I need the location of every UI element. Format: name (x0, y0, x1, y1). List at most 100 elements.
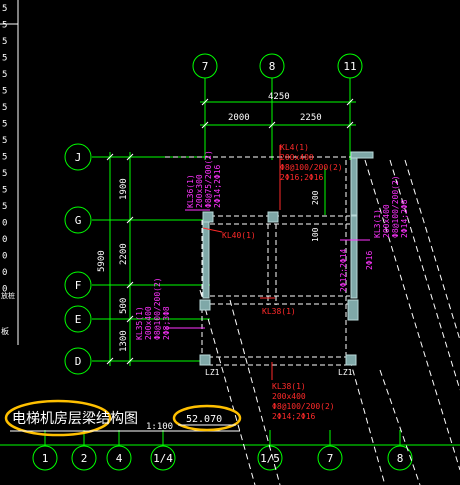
elevation-highlight (172, 404, 242, 432)
beam-kl40: KL40(1) (222, 231, 256, 240)
dim-left-seg4: 1300 (119, 330, 129, 352)
bottom-axis-bubble: 1/4 (150, 445, 176, 471)
side-axis-bubble-label: D (75, 355, 82, 368)
bottom-axis-bubble: 4 (106, 445, 132, 471)
margin-digit: 0 (2, 285, 7, 295)
margin-digit: 5 (2, 136, 7, 146)
beam-kl36-line: KL36(1) (186, 174, 195, 208)
dimension-ticks (106, 98, 354, 365)
beam-kl3-line: 200x400 (382, 204, 391, 238)
margin-digit: 0 (2, 252, 7, 262)
beam-kl4-line: 200x400 (280, 153, 314, 162)
beam-outlines (165, 156, 355, 366)
drawing-scale: 1:100 (146, 422, 173, 432)
top-axis-bubbles: 7 8 11 (192, 53, 363, 79)
margin-digit: 5 (2, 153, 7, 163)
axis-lines (0, 78, 460, 446)
beam-kl36-line: 200x300 (195, 174, 204, 208)
column-lz-left: LZ1 (205, 368, 220, 377)
beam-kl3-line: KL3(1) (373, 209, 382, 238)
beam-kl4-line: Φ8@100/200(2) (280, 163, 343, 172)
bottom-axis-bubble-label: 2 (81, 452, 88, 465)
top-axis-bubble-label: 8 (269, 60, 276, 73)
walls (199, 151, 374, 366)
margin-digit: 0 (2, 219, 7, 229)
side-axis-bubble-label: G (75, 214, 82, 227)
beam-kl35-line: Φ8@100/200(2) (153, 277, 162, 340)
inner-dim-100: 100 (311, 227, 320, 242)
hatch-lines (199, 159, 460, 485)
bottom-axis-bubble: 7 (317, 445, 343, 471)
margin-digit: 5 (2, 169, 7, 179)
beam-kl38-line: 2Φ14;2Φ16 (272, 412, 316, 421)
side-axis-bubble: J (64, 143, 92, 171)
bottom-axis-bubble: 1/5 (257, 445, 283, 471)
margin-label-2: 板 (1, 326, 9, 336)
side-axis-bubble: G (64, 206, 92, 234)
margin-digit: 5 (2, 4, 7, 14)
beam-kl3-line: 2Φ14;2Φ8 (400, 199, 409, 238)
bottom-axis-bubble: 8 (387, 445, 413, 471)
top-axis-bubble: 7 (192, 53, 218, 79)
top-axis-bubble: 8 (259, 53, 285, 79)
beam-kl36-line: Φ8@75/200(2) (204, 150, 213, 208)
title-highlight (4, 399, 112, 437)
drawing-title: 电梯机房层梁结构图 (12, 411, 138, 427)
bottom-axis-bubble-label: 7 (327, 452, 334, 465)
beam-kl4-line: KL4(1) (280, 143, 309, 152)
dim-left-total: 5900 (97, 250, 107, 272)
dim-left-seg1: 1900 (119, 178, 129, 200)
beam-kl4-line: 2Φ16;2Φ16 (280, 173, 324, 182)
bottom-axis-bubble-label: 1/5 (260, 452, 280, 465)
beam-kl38-line: KL38(1) (272, 382, 306, 391)
beam-kl38-line: Φ8@100/200(2) (272, 402, 335, 411)
margin-digit: 5 (2, 54, 7, 64)
side-axis-bubble: D (64, 347, 92, 375)
bottom-axis-bubble-label: 8 (397, 452, 404, 465)
bottom-axis-bubbles: 1 2 4 1/4 1/5 7 8 (32, 445, 413, 471)
side-axis-bubble-label: E (75, 313, 82, 326)
column-lz-right: LZ1 (338, 368, 353, 377)
beam-kl35-line: KL35(1) (135, 306, 144, 340)
bottom-axis-bubble-label: 1/4 (153, 452, 173, 465)
bottom-axis-bubble: 1 (32, 445, 58, 471)
top-axis-bubble-label: 11 (343, 60, 356, 73)
inner-dim-200: 200 (311, 190, 320, 205)
dim-top-total: 4250 (268, 92, 290, 102)
side-axis-bubble-label: J (75, 151, 82, 164)
margin-label-1: 放桩 (1, 291, 15, 300)
top-axis-bubble-label: 7 (202, 60, 209, 73)
side-axis-bubble: F (64, 271, 92, 299)
side-axis-bubbles: J G F E D (64, 143, 92, 375)
bottom-axis-bubble-label: 4 (116, 452, 123, 465)
elevation-value: 52.070 (186, 414, 222, 425)
red-leaders (202, 145, 281, 380)
dim-top-left: 2000 (228, 113, 250, 123)
margin-digit: 0 (2, 235, 7, 245)
bottom-axis-bubble-label: 1 (42, 452, 49, 465)
beam-kl35-line: 2Φ8;3Φ8 (162, 306, 171, 340)
side-axis-bubble: E (64, 305, 92, 333)
beam-kl35-line: 200x400 (144, 306, 153, 340)
margin-digit: 0 (2, 268, 7, 278)
dim-left-seg2: 2200 (119, 243, 129, 265)
beam-kl3-line: Φ8@100/200(2) (391, 175, 400, 238)
dim-left-seg3: 500 (119, 298, 129, 314)
margin-digit: 5 (2, 37, 7, 47)
top-axis-bubble: 11 (337, 53, 363, 79)
bottom-axis-bubble: 2 (71, 445, 97, 471)
margin-digit: 5 (2, 120, 7, 130)
margin-digit: 5 (2, 21, 7, 31)
beam-kl36-line: 2Φ14;2Φ16 (213, 164, 222, 208)
magenta-leaders (165, 209, 370, 329)
dim-top-right: 2250 (300, 113, 322, 123)
beam-kl38-line: 200x400 (272, 392, 306, 401)
margin-digit: 5 (2, 103, 7, 113)
beam-mid1: 2Φ12;2Φ14 (339, 248, 348, 292)
side-axis-bubble-label: F (75, 279, 82, 292)
margin-digit: 5 (2, 186, 7, 196)
margin-digit: 5 (2, 70, 7, 80)
